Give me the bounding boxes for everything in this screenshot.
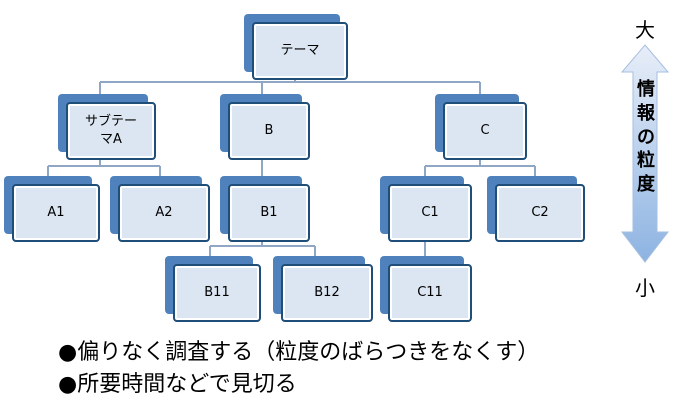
a2-label: A2 (118, 184, 210, 242)
subtheme-a-node: サブテー マA (58, 94, 156, 160)
subtheme-a-label: サブテー マA (66, 102, 156, 160)
a1-label: A1 (12, 184, 100, 242)
b1-label: B1 (228, 184, 310, 242)
b1-node: B1 (220, 176, 310, 242)
c2-node: C2 (487, 176, 585, 242)
granularity-arrow (620, 44, 670, 263)
b11-node: B11 (165, 256, 261, 322)
bullet-list: ●偏りなく調査する（粒度のばらつきをなくす） ●所要時間などで見切る (58, 337, 539, 401)
c2-label: C2 (495, 184, 585, 242)
granularity-char: 度 (637, 174, 655, 195)
b12-label: B12 (281, 264, 373, 322)
b12-node: B12 (273, 256, 373, 322)
c1-label: C1 (388, 184, 472, 242)
c11-node: C11 (380, 256, 472, 322)
theme-node: テーマ (244, 14, 348, 80)
subtheme-a-label-line1: サブテー (84, 113, 137, 129)
granularity-char: 報 (637, 102, 655, 124)
a2-node: A2 (110, 176, 210, 242)
subtheme-c-node: C (435, 94, 527, 160)
granularity-char: 粒 (637, 150, 655, 172)
c11-label: C11 (388, 264, 472, 322)
a1-node: A1 (4, 176, 100, 242)
subtheme-b-node: B (220, 94, 310, 160)
subtheme-c-label: C (443, 102, 527, 160)
granularity-char: の (637, 126, 655, 148)
bullet-item: ●偏りなく調査する（粒度のばらつきをなくす） (58, 340, 540, 365)
c1-node: C1 (380, 176, 472, 242)
subtheme-b-label: B (228, 102, 310, 160)
bullet-item: ●所要時間などで見切る (58, 372, 297, 397)
theme-label: テーマ (252, 22, 348, 80)
granularity-label: 情 報 の 粒 度 (633, 78, 659, 197)
b11-label: B11 (173, 264, 261, 322)
scale-top-label: 大 (635, 18, 655, 42)
subtheme-a-label-line2: マA (100, 132, 122, 147)
scale-bottom-label: 小 (635, 276, 655, 300)
granularity-char: 情 (637, 79, 655, 100)
